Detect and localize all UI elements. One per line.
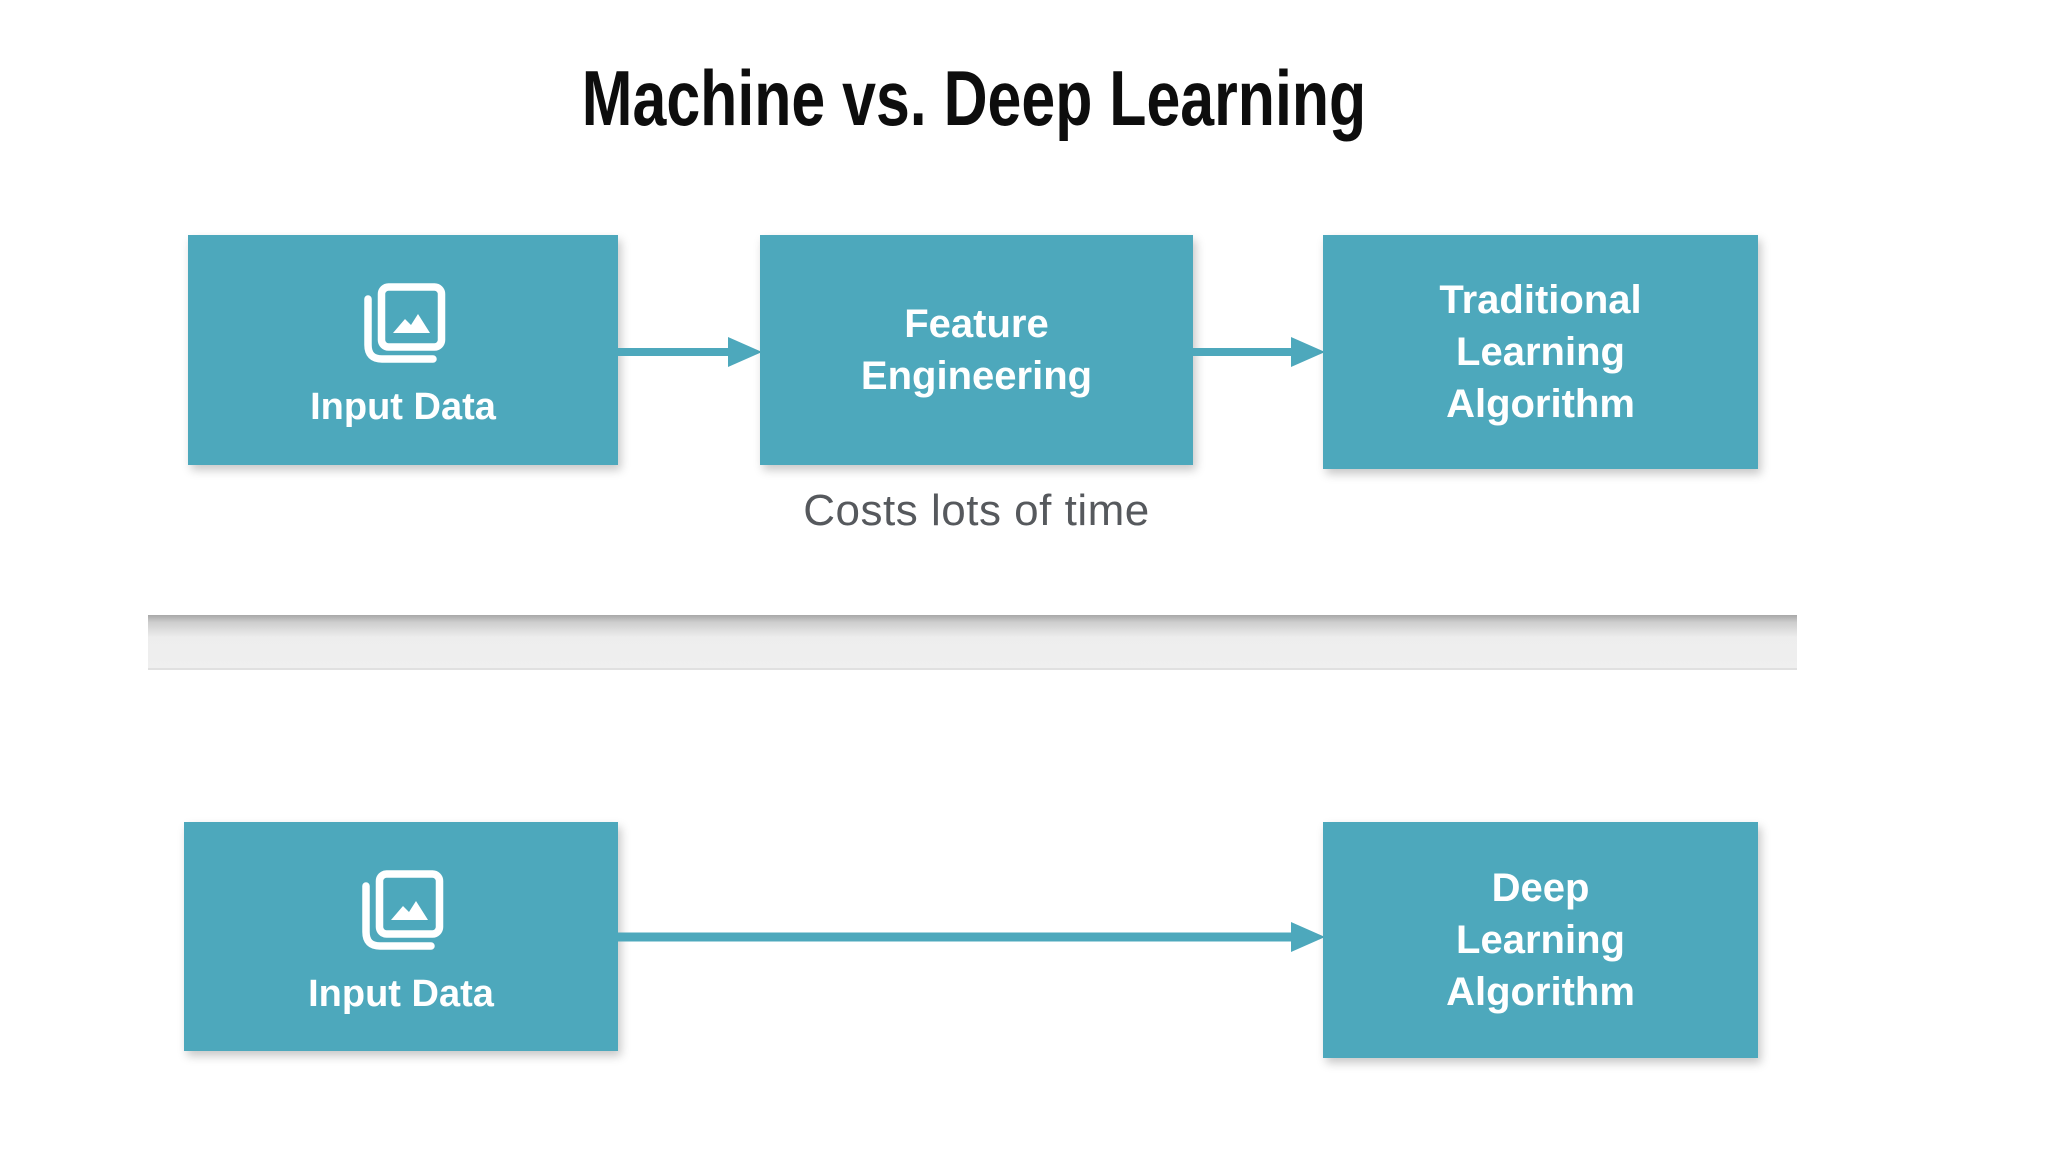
box-label: Input Data xyxy=(310,386,496,429)
arrow-input-to-deep xyxy=(618,922,1325,952)
arrow-feature-to-traditional xyxy=(1192,337,1325,367)
box-label: Deep Learning Algorithm xyxy=(1446,866,1635,1014)
box-deep-learning-algorithm: Deep Learning Algorithm xyxy=(1323,822,1758,1058)
diagram-title: Machine vs. Deep Learning xyxy=(581,54,1367,142)
box-traditional-learning-algorithm: Traditional Learning Algorithm xyxy=(1323,235,1758,469)
box-label: Traditional Learning Algorithm xyxy=(1439,278,1642,426)
section-divider xyxy=(148,615,1797,670)
box-input-data-machine: Input Data xyxy=(188,235,618,465)
box-label: Input Data xyxy=(308,972,494,1015)
feature-engineering-caption: Costs lots of time xyxy=(803,486,1150,535)
photo-stack-icon xyxy=(364,283,446,363)
box-input-data-deep: Input Data xyxy=(184,822,618,1051)
box-label: Feature Engineering xyxy=(860,302,1093,398)
photo-stack-icon xyxy=(362,869,444,950)
arrow-input-to-feature xyxy=(616,337,762,367)
box-feature-engineering: Feature Engineering xyxy=(760,235,1193,465)
